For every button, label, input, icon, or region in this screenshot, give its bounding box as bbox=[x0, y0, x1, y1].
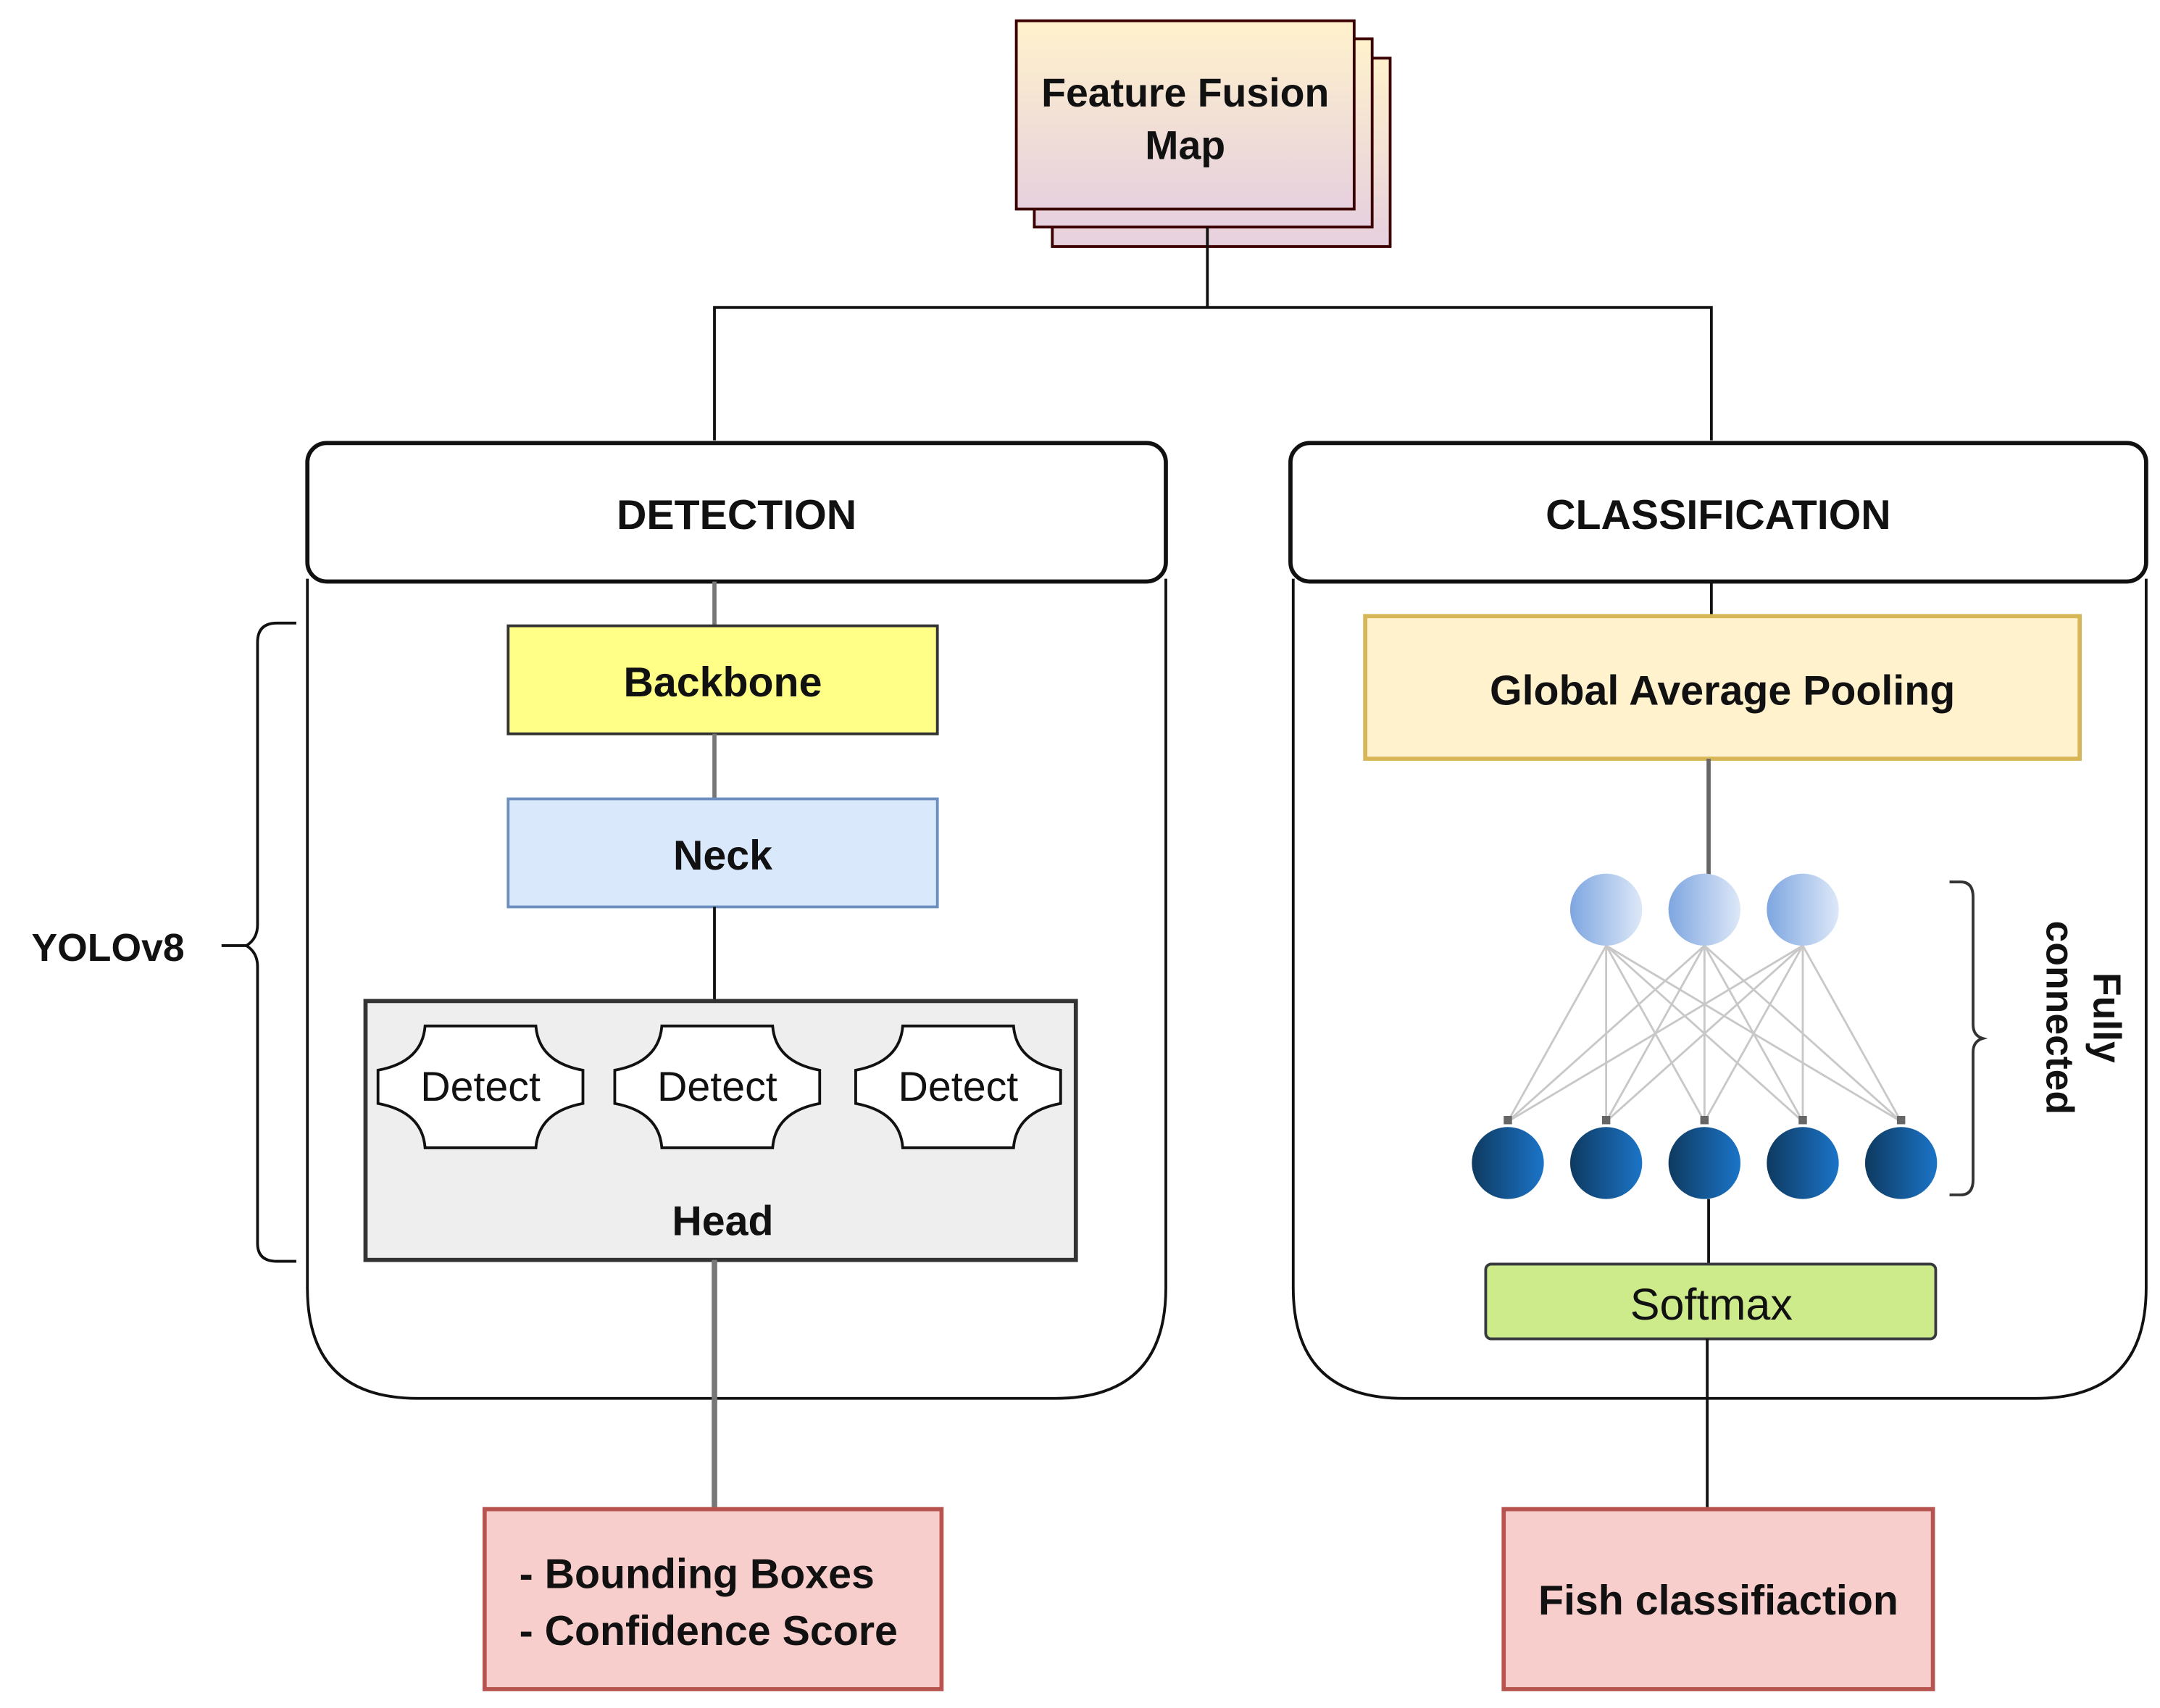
fc-edge-arrowhead bbox=[1504, 1115, 1512, 1125]
output-neuron bbox=[1472, 1127, 1544, 1199]
fc-label-line1: Fully bbox=[2085, 972, 2127, 1063]
head-label: Head bbox=[672, 1198, 773, 1244]
neck-block bbox=[506, 797, 939, 909]
classification-title: CLASSIFICATION bbox=[1546, 492, 1891, 538]
classification-output-box bbox=[1501, 1507, 1935, 1691]
neck-label: Neck bbox=[673, 833, 772, 879]
fc-edge bbox=[1605, 944, 1804, 1122]
detection-output-box bbox=[482, 1507, 944, 1691]
detect-module bbox=[376, 1024, 585, 1149]
detect-label: Detect bbox=[420, 1064, 541, 1110]
output-neuron bbox=[1864, 1127, 1938, 1199]
fusion-layer-front bbox=[1014, 19, 1356, 211]
fully-connected-network bbox=[1472, 873, 1938, 1199]
fc-edge-arrowhead bbox=[1896, 1115, 1906, 1125]
global-average-pooling-block bbox=[1363, 614, 2082, 761]
classification-header bbox=[1288, 441, 2148, 584]
fc-edge-arrowhead bbox=[1798, 1115, 1807, 1125]
classification-panel: CLASSIFICATION Global Average Pooling Fu… bbox=[1288, 441, 2148, 1509]
output-confidence-score: - Confidence Score bbox=[520, 1608, 898, 1654]
fc-edge bbox=[1506, 945, 1607, 1122]
detection-output: - Bounding Boxes - Confidence Score bbox=[482, 1507, 944, 1691]
detect-label: Detect bbox=[898, 1064, 1019, 1110]
detect-module bbox=[854, 1024, 1062, 1149]
fc-brace-icon bbox=[1949, 880, 1988, 1196]
input-neuron bbox=[1767, 873, 1839, 946]
output-bounding-boxes: - Bounding Boxes bbox=[520, 1551, 875, 1598]
fc-edge bbox=[1507, 944, 1706, 1122]
fc-edge-arrowhead bbox=[1700, 1115, 1709, 1125]
output-neuron bbox=[1767, 1127, 1839, 1199]
backbone-block bbox=[506, 624, 939, 736]
fully-connected-label: Fully connected bbox=[2038, 921, 2127, 1115]
yolov8-label: YOLOv8 bbox=[31, 927, 184, 970]
fc-label-line2: connected bbox=[2038, 921, 2080, 1115]
softmax-label: Softmax bbox=[1630, 1280, 1793, 1329]
fc-edge bbox=[1801, 945, 1902, 1122]
classification-output: Fish classifiaction bbox=[1501, 1507, 1935, 1691]
output-neuron bbox=[1668, 1127, 1740, 1199]
fc-edge-arrowhead bbox=[1601, 1115, 1611, 1125]
detect-module bbox=[613, 1024, 822, 1149]
fish-classification-label: Fish classifiaction bbox=[1538, 1578, 1898, 1624]
detect-label: Detect bbox=[657, 1064, 777, 1110]
input-neuron bbox=[1569, 873, 1643, 946]
detect-modules: Detect Detect Detect bbox=[376, 1024, 1062, 1149]
split-connector bbox=[713, 227, 1713, 441]
detection-title: DETECTION bbox=[617, 492, 856, 538]
fc-edge bbox=[1507, 944, 1804, 1122]
input-neuron bbox=[1668, 873, 1740, 946]
fusion-label-line1: Feature Fusion bbox=[1041, 70, 1329, 115]
fusion-label-line2: Map bbox=[1145, 123, 1225, 168]
fc-edge bbox=[1704, 945, 1804, 1122]
yolov8-brace: YOLOv8 bbox=[31, 621, 296, 1263]
curly-brace-icon bbox=[243, 621, 296, 1263]
feature-fusion-map: Feature Fusion Map bbox=[1014, 19, 1392, 249]
output-neuron bbox=[1569, 1127, 1643, 1199]
backbone-label: Backbone bbox=[624, 659, 822, 706]
gap-label: Global Average Pooling bbox=[1490, 668, 1955, 715]
softmax-block bbox=[1484, 1262, 1938, 1341]
detection-header bbox=[305, 441, 1168, 584]
